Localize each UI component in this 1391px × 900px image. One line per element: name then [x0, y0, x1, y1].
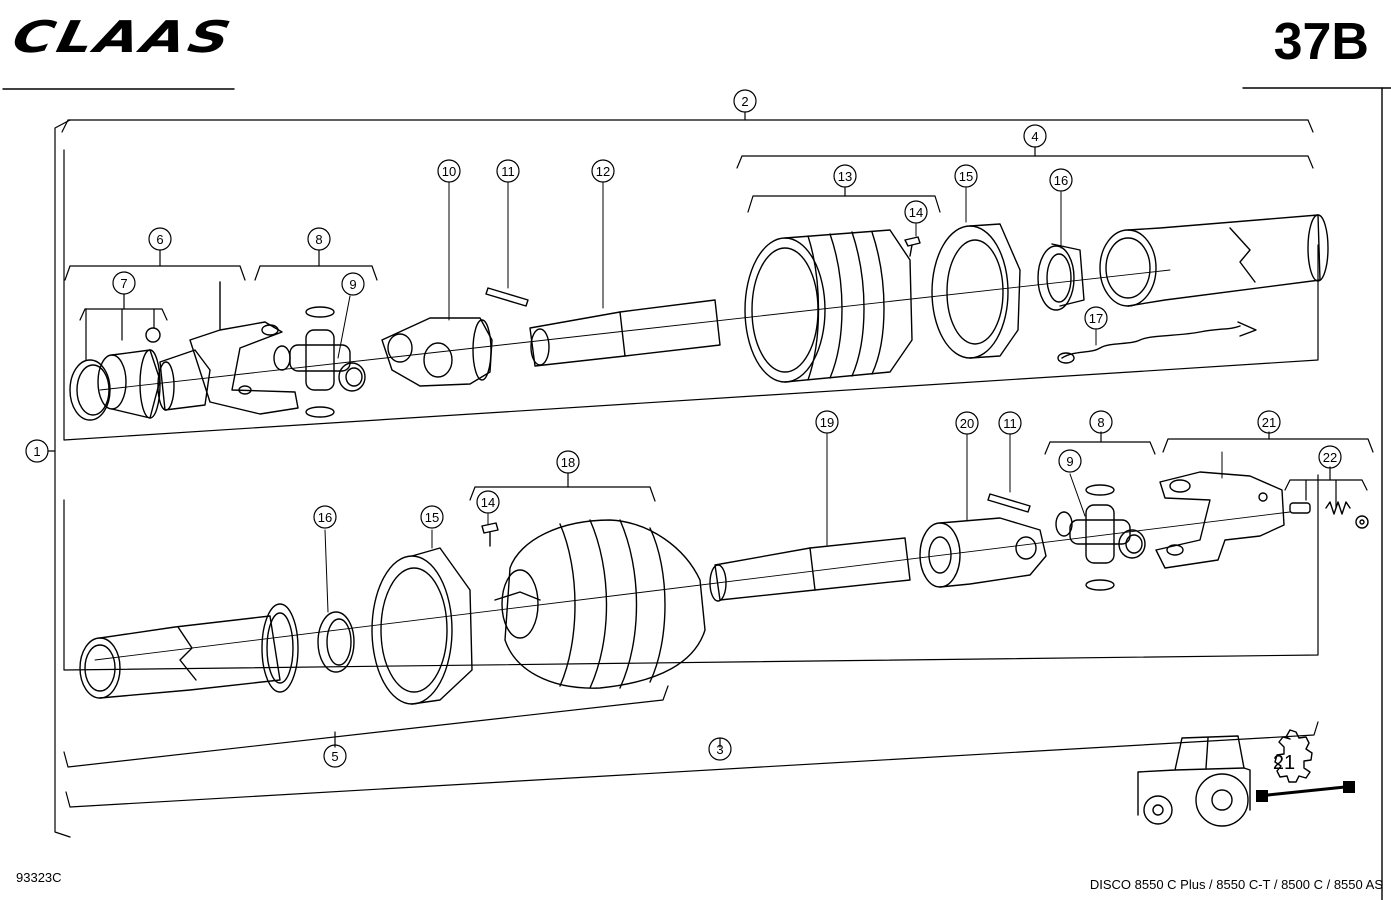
shaft-icon: [1256, 781, 1355, 802]
part-profile-tube-12: [529, 299, 721, 367]
callout-9-bottom: 9: [1066, 454, 1073, 469]
callout-8-top: 8: [315, 232, 322, 247]
callout-5: 5: [331, 749, 338, 764]
callout-14-top: 14: [909, 205, 923, 220]
part-screw-14-bottom: [481, 522, 499, 547]
part-pin-set-22: [1289, 501, 1369, 529]
drawing-number: 93323C: [16, 870, 62, 885]
callout-2: 2: [741, 94, 748, 109]
part-yoke-6: [157, 281, 299, 415]
callout-8-bottom: 8: [1097, 415, 1104, 430]
part-clip-ring-16-bottom: [317, 611, 355, 673]
callout-19: 19: [820, 415, 834, 430]
part-outer-tube-bottom: [79, 603, 299, 699]
callout-13: 13: [838, 169, 852, 184]
callout-15-top: 15: [959, 169, 973, 184]
part-profile-tube-19: [709, 537, 911, 602]
part-spring-pin-11-top: [485, 287, 529, 307]
part-spring-pin-11-bottom: [987, 493, 1031, 513]
part-seal-ring-7: [69, 327, 161, 421]
callout-11-top: 11: [501, 164, 515, 179]
callout-18: 18: [561, 455, 575, 470]
callout-11-bottom: 11: [1003, 416, 1017, 431]
part-inner-yoke-10: [381, 317, 493, 387]
part-outer-tube-16-top: [1099, 214, 1329, 307]
callout-17: 17: [1089, 311, 1103, 326]
callout-22: 22: [1323, 450, 1337, 465]
part-cross-joint-8-bottom: [1055, 484, 1146, 591]
gear-number: 21: [1273, 752, 1295, 774]
part-bearing-ring-15-bottom: [371, 547, 473, 705]
callout-6: 6: [156, 232, 163, 247]
callout-3: 3: [716, 742, 723, 757]
callout-21: 21: [1262, 415, 1276, 430]
tractor-icon: [1137, 735, 1251, 827]
part-safety-chain-17: [1057, 321, 1257, 364]
callout-15-bottom: 15: [425, 510, 439, 525]
part-inner-yoke-20: [919, 517, 1047, 588]
model-caption: DISCO 8550 C Plus / 8550 C-T / 8500 C / …: [1089, 877, 1383, 892]
gear-icon: [1274, 729, 1313, 783]
part-guard-cone-18: [494, 519, 706, 689]
callout-10: 10: [442, 164, 456, 179]
callout-4: 4: [1031, 129, 1038, 144]
axis-lines: [94, 269, 1291, 661]
part-cross-joint-8: [273, 306, 366, 418]
part-guard-cone-13: [744, 229, 913, 383]
part-screw-14-top: [904, 236, 921, 257]
callout-9-top: 9: [349, 277, 356, 292]
callout-16-bottom: 16: [318, 510, 332, 525]
header-rules: [2, 87, 1391, 900]
callout-14-bottom: 14: [481, 495, 495, 510]
part-clip-ring-16-top: [1037, 243, 1085, 311]
callout-20: 20: [960, 416, 974, 431]
page-number: 37B: [1273, 13, 1369, 71]
part-bearing-ring-15-top: [931, 223, 1021, 359]
callout-7: 7: [120, 276, 127, 291]
callout-labels: 1 2 3 4 5 6 7 8 9 10 11 12 13 14 15 16 1…: [33, 94, 1337, 764]
callout-16-top: 16: [1054, 173, 1068, 188]
callout-1: 1: [33, 444, 40, 459]
callout-circles: [25, 89, 1342, 768]
part-yoke-21: [1155, 471, 1285, 569]
assembly-brackets: [47, 111, 1374, 838]
callout-12: 12: [596, 164, 610, 179]
leader-lines: [324, 181, 1223, 613]
